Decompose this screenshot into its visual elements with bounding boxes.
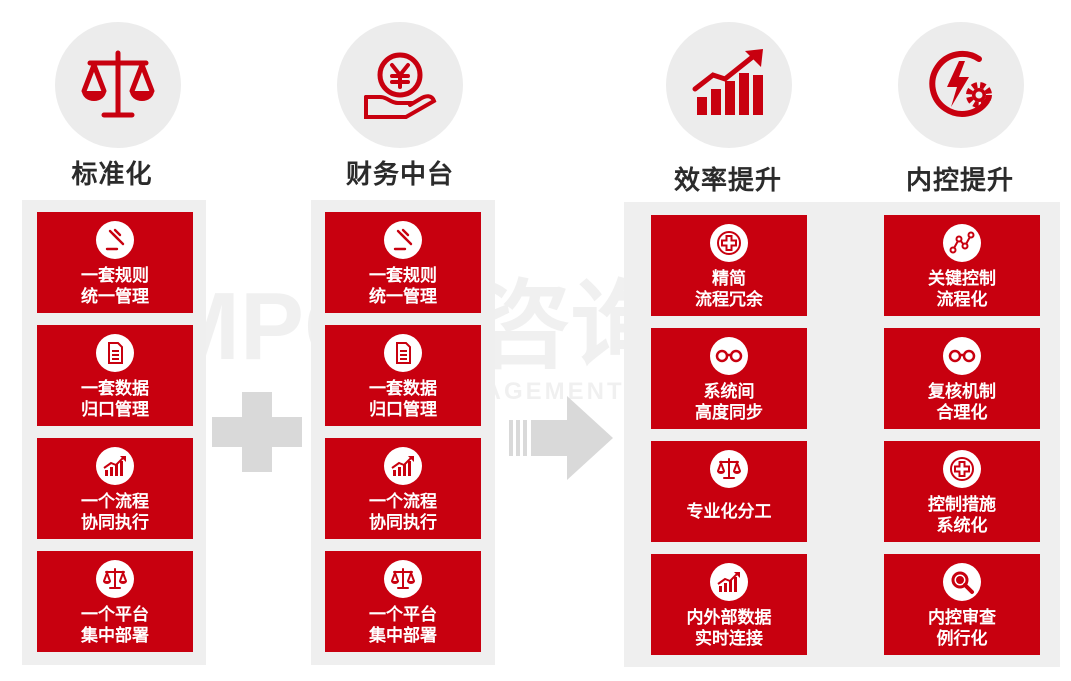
scale-icon <box>81 50 155 118</box>
card-label: 一套数据 归口管理 <box>81 379 149 420</box>
growth-chart-icon <box>710 563 748 601</box>
growth-chart-icon <box>96 447 134 485</box>
column-title-2: 财务中台 <box>345 160 454 190</box>
card-1-2: 一套数据 归口管理 <box>37 325 193 426</box>
card-label: 复核机制 合理化 <box>928 382 996 423</box>
card-4-2: 复核机制 合理化 <box>884 328 1040 429</box>
card-1-1: 一套规则 统一管理 <box>37 212 193 313</box>
card-3-1: 精简 流程冗余 <box>651 215 807 316</box>
card-3-2: 系统间 高度同步 <box>651 328 807 429</box>
card-label: 系统间 高度同步 <box>695 382 763 423</box>
column-icon-circle-1 <box>55 22 181 148</box>
glasses-icon <box>710 337 748 375</box>
card-label: 内外部数据 实时连接 <box>686 608 772 649</box>
arrow-right-icon <box>509 396 613 480</box>
card-label: 关键控制 流程化 <box>928 269 996 310</box>
card-label: 内控审查 例行化 <box>928 608 996 649</box>
yuan-hand-icon <box>364 52 437 119</box>
card-2-4: 一个平台 集中部署 <box>325 551 481 652</box>
card-label: 一个流程 协同执行 <box>369 492 437 533</box>
glasses-icon <box>943 337 981 375</box>
medical-cross-icon <box>943 450 981 488</box>
column-icon-circle-4 <box>898 22 1024 148</box>
card-2-2: 一套数据 归口管理 <box>325 325 481 426</box>
card-1-3: 一个流程 协同执行 <box>37 438 193 539</box>
card-label: 精简 流程冗余 <box>695 269 763 310</box>
column-title-1: 标准化 <box>71 160 153 190</box>
card-3-3: 专业化分工 <box>651 441 807 542</box>
card-label: 专业化分工 <box>686 502 772 522</box>
card-4-4: 内控审查 例行化 <box>884 554 1040 655</box>
scale-icon <box>710 450 748 488</box>
card-label: 一套规则 统一管理 <box>81 266 149 307</box>
card-4-1: 关键控制 流程化 <box>884 215 1040 316</box>
card-label: 一个平台 集中部署 <box>369 605 437 646</box>
card-2-3: 一个流程 协同执行 <box>325 438 481 539</box>
scale-icon <box>384 560 422 598</box>
scale-icon <box>96 560 134 598</box>
card-label: 一套数据 归口管理 <box>369 379 437 420</box>
card-label: 控制措施 系统化 <box>928 495 996 536</box>
column-icon-circle-2 <box>337 22 463 148</box>
card-label: 一个平台 集中部署 <box>81 605 149 646</box>
growth-chart-icon <box>384 447 422 485</box>
card-label: 一个流程 协同执行 <box>81 492 149 533</box>
card-2-1: 一套规则 统一管理 <box>325 212 481 313</box>
growth-chart-icon <box>692 49 763 115</box>
column-title-4: 内控提升 <box>905 166 1014 196</box>
card-3-4: 内外部数据 实时连接 <box>651 554 807 655</box>
gavel-icon <box>96 221 134 259</box>
document-icon <box>96 334 134 372</box>
power-gear-icon <box>929 50 992 117</box>
plus-icon <box>212 392 302 472</box>
document-icon <box>384 334 422 372</box>
card-label: 一套规则 统一管理 <box>369 266 437 307</box>
magnifier-icon <box>943 563 981 601</box>
column-title-3: 效率提升 <box>673 166 782 196</box>
card-4-3: 控制措施 系统化 <box>884 441 1040 542</box>
medical-cross-icon <box>710 224 748 262</box>
gavel-icon <box>384 221 422 259</box>
card-1-4: 一个平台 集中部署 <box>37 551 193 652</box>
network-icon <box>943 224 981 262</box>
column-icon-circle-3 <box>666 22 792 148</box>
